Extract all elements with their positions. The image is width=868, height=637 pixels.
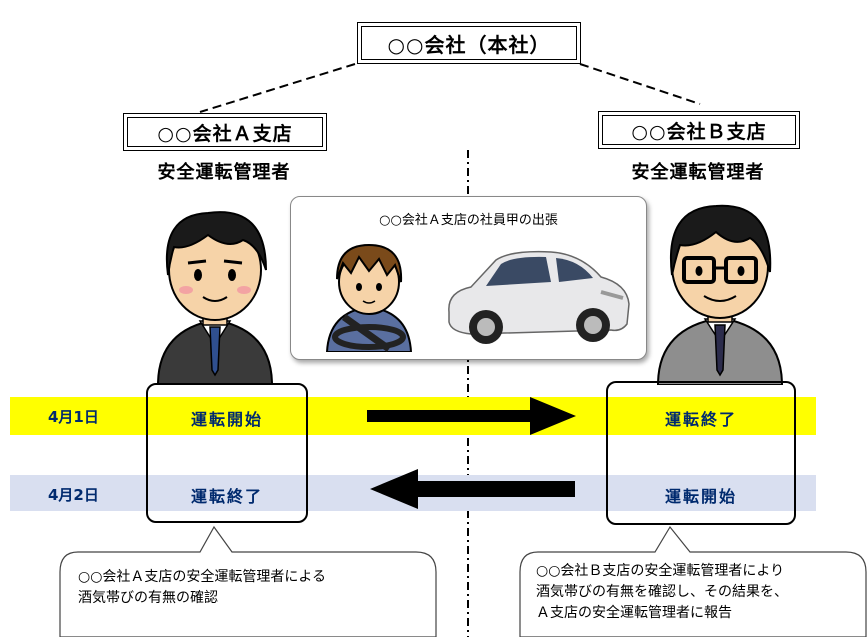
callout-b-text: ○○会社Ｂ支店の安全運転管理者により 酒気帯びの有無を確認し、その結果を、 Ａ支… [536, 561, 866, 624]
callout-b-line1: ○○会社Ｂ支店の安全運転管理者により [536, 563, 785, 579]
manager-b-illustration [656, 204, 784, 385]
day1-label: 4月1日 [48, 408, 99, 426]
branch-a-role: 安全運転管理者 [157, 162, 291, 183]
branch-b-label: ○○会社Ｂ支店 [631, 120, 767, 143]
callout-b-line2: 酒気帯びの有無を確認し、その結果を、 [536, 584, 788, 600]
branch-a-box: ○○会社Ａ支店 [123, 113, 327, 151]
business-trip-panel: ○○会社Ａ支店の社員甲の出張 [290, 196, 647, 360]
callout-b-line3: Ａ支店の安全運転管理者に報告 [536, 605, 732, 621]
day2-label: 4月2日 [48, 486, 99, 504]
day2-branch-b-status: 運転開始 [664, 487, 737, 506]
branch-b-operations-box [606, 381, 796, 525]
head-office-label: ○○会社（本社） [387, 32, 551, 57]
manager-a-illustration [156, 211, 274, 385]
callout-a-line2: 酒気帯びの有無の確認 [78, 590, 218, 606]
car-illustration [448, 250, 630, 344]
callout-a-line1: ○○会社Ａ支店の安全運転管理者による [78, 569, 327, 585]
branch-a-operations-box [146, 383, 308, 523]
branch-b-role: 安全運転管理者 [631, 162, 765, 183]
day1-branch-b-status: 運転終了 [664, 410, 737, 429]
branch-b-box: ○○会社Ｂ支店 [598, 111, 800, 149]
day1-branch-a-status: 運転開始 [190, 410, 263, 429]
driver-illustration [325, 243, 413, 352]
callout-a-text: ○○会社Ａ支店の安全運転管理者による 酒気帯びの有無の確認 [78, 567, 428, 609]
arrow-right-icon [367, 397, 576, 435]
day2-branch-a-status: 運転終了 [190, 487, 263, 506]
business-trip-caption: ○○会社Ａ支店の社員甲の出張 [379, 213, 558, 228]
arrow-left-icon [370, 469, 575, 509]
branch-a-label: ○○会社Ａ支店 [157, 122, 293, 145]
head-office-box: ○○会社（本社） [357, 22, 581, 64]
